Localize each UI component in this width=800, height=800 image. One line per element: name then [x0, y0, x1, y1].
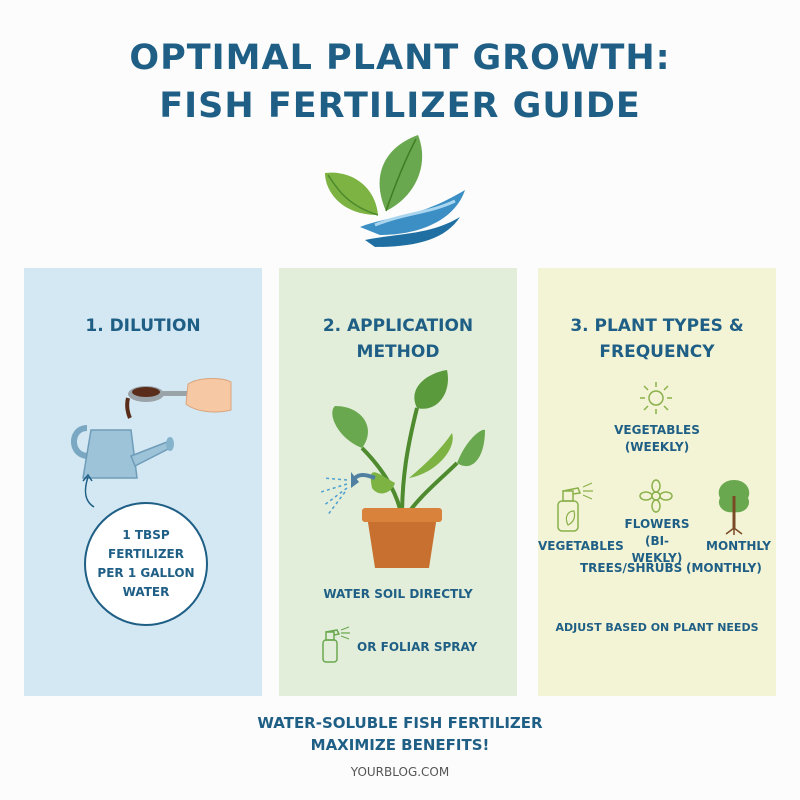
spray-bottle-icon [322, 626, 350, 663]
water-spray-icon [320, 472, 376, 517]
footer-line-2: MAXIMIZE BENEFITS! [310, 736, 490, 754]
potted-plant-icon [332, 370, 485, 568]
title-line-1: OPTIMAL PLANT GROWTH: [129, 38, 671, 78]
vegetables-weekly-line-1: VEGETABLES [614, 423, 700, 437]
vegetables-weekly-label: VEGETABLES (WEEKLY) [538, 422, 776, 456]
foliar-spray-text: OR FOLIAR SPRAY [357, 640, 478, 654]
tree-icon [718, 480, 750, 535]
plant-types-heading-line-2: FREQUENCY [599, 342, 715, 362]
flowers-label: FLOWERS (BI-WEKLY) [622, 516, 692, 567]
footer-tagline: WATER-SOLUBLE FISH FERTILIZER MAXIMIZE B… [0, 712, 800, 756]
plant-types-panel: 3. PLANT TYPES & FREQUENCY VEGETABLES (W… [538, 268, 776, 696]
site-url: YOURBLOG.COM [350, 765, 450, 779]
ratio-line-1: 1 TBSP [122, 528, 170, 542]
trees-shrubs-label: TREES/SHRUBS [580, 561, 683, 575]
spray-bottle-icon [557, 482, 593, 532]
dilution-heading: 1. DILUTION [85, 316, 201, 336]
footer-line-1: WATER-SOLUBLE FISH FERTILIZER [257, 714, 543, 732]
leaf-wave-icon [325, 135, 465, 247]
water-soil-text: WATER SOIL DIRECTLY [323, 587, 473, 601]
flower-icon [639, 479, 673, 513]
application-panel: 2. APPLICATION METHOD WATER SOIL DIRECTL… [279, 268, 517, 696]
vegetables-label: VEGETABLES [538, 539, 624, 553]
ratio-line-4: WATER [122, 585, 170, 599]
dilution-ratio-circle: 1 TBSP FERTILIZER PER 1 GALLON WATER [84, 502, 208, 626]
flowers-line-1: FLOWERS [624, 517, 690, 531]
page-title: OPTIMAL PLANT GROWTH: FISH FERTILIZER GU… [0, 34, 800, 130]
monthly-bottom-label: (MONTHLY) [686, 561, 762, 575]
watering-can-icon [71, 425, 174, 479]
title-line-2: FISH FERTILIZER GUIDE [159, 86, 641, 126]
plant-types-heading-line-1: 3. PLANT TYPES & [570, 316, 744, 336]
vegetables-weekly-line-2: (WEEKLY) [624, 440, 690, 454]
arrow-up-icon [82, 473, 95, 508]
monthly-label: MONTHLY [706, 539, 771, 553]
flowers-line-2: (BI-WEKLY) [631, 534, 683, 565]
application-heading: 2. APPLICATION METHOD [322, 316, 474, 362]
ratio-line-2: FERTILIZER [108, 547, 184, 561]
spoon-hand-icon [125, 378, 232, 419]
dilution-panel: 1. DILUTION 1 TBSP FERTILIZER PER 1 GALL… [24, 268, 262, 696]
ratio-line-3: PER 1 GALLON [97, 566, 195, 580]
sun-icon [640, 382, 672, 414]
plant-types-heading: 3. PLANT TYPES & FREQUENCY [538, 313, 776, 365]
adjust-note: ADJUST BASED ON PLANT NEEDS [555, 621, 759, 634]
